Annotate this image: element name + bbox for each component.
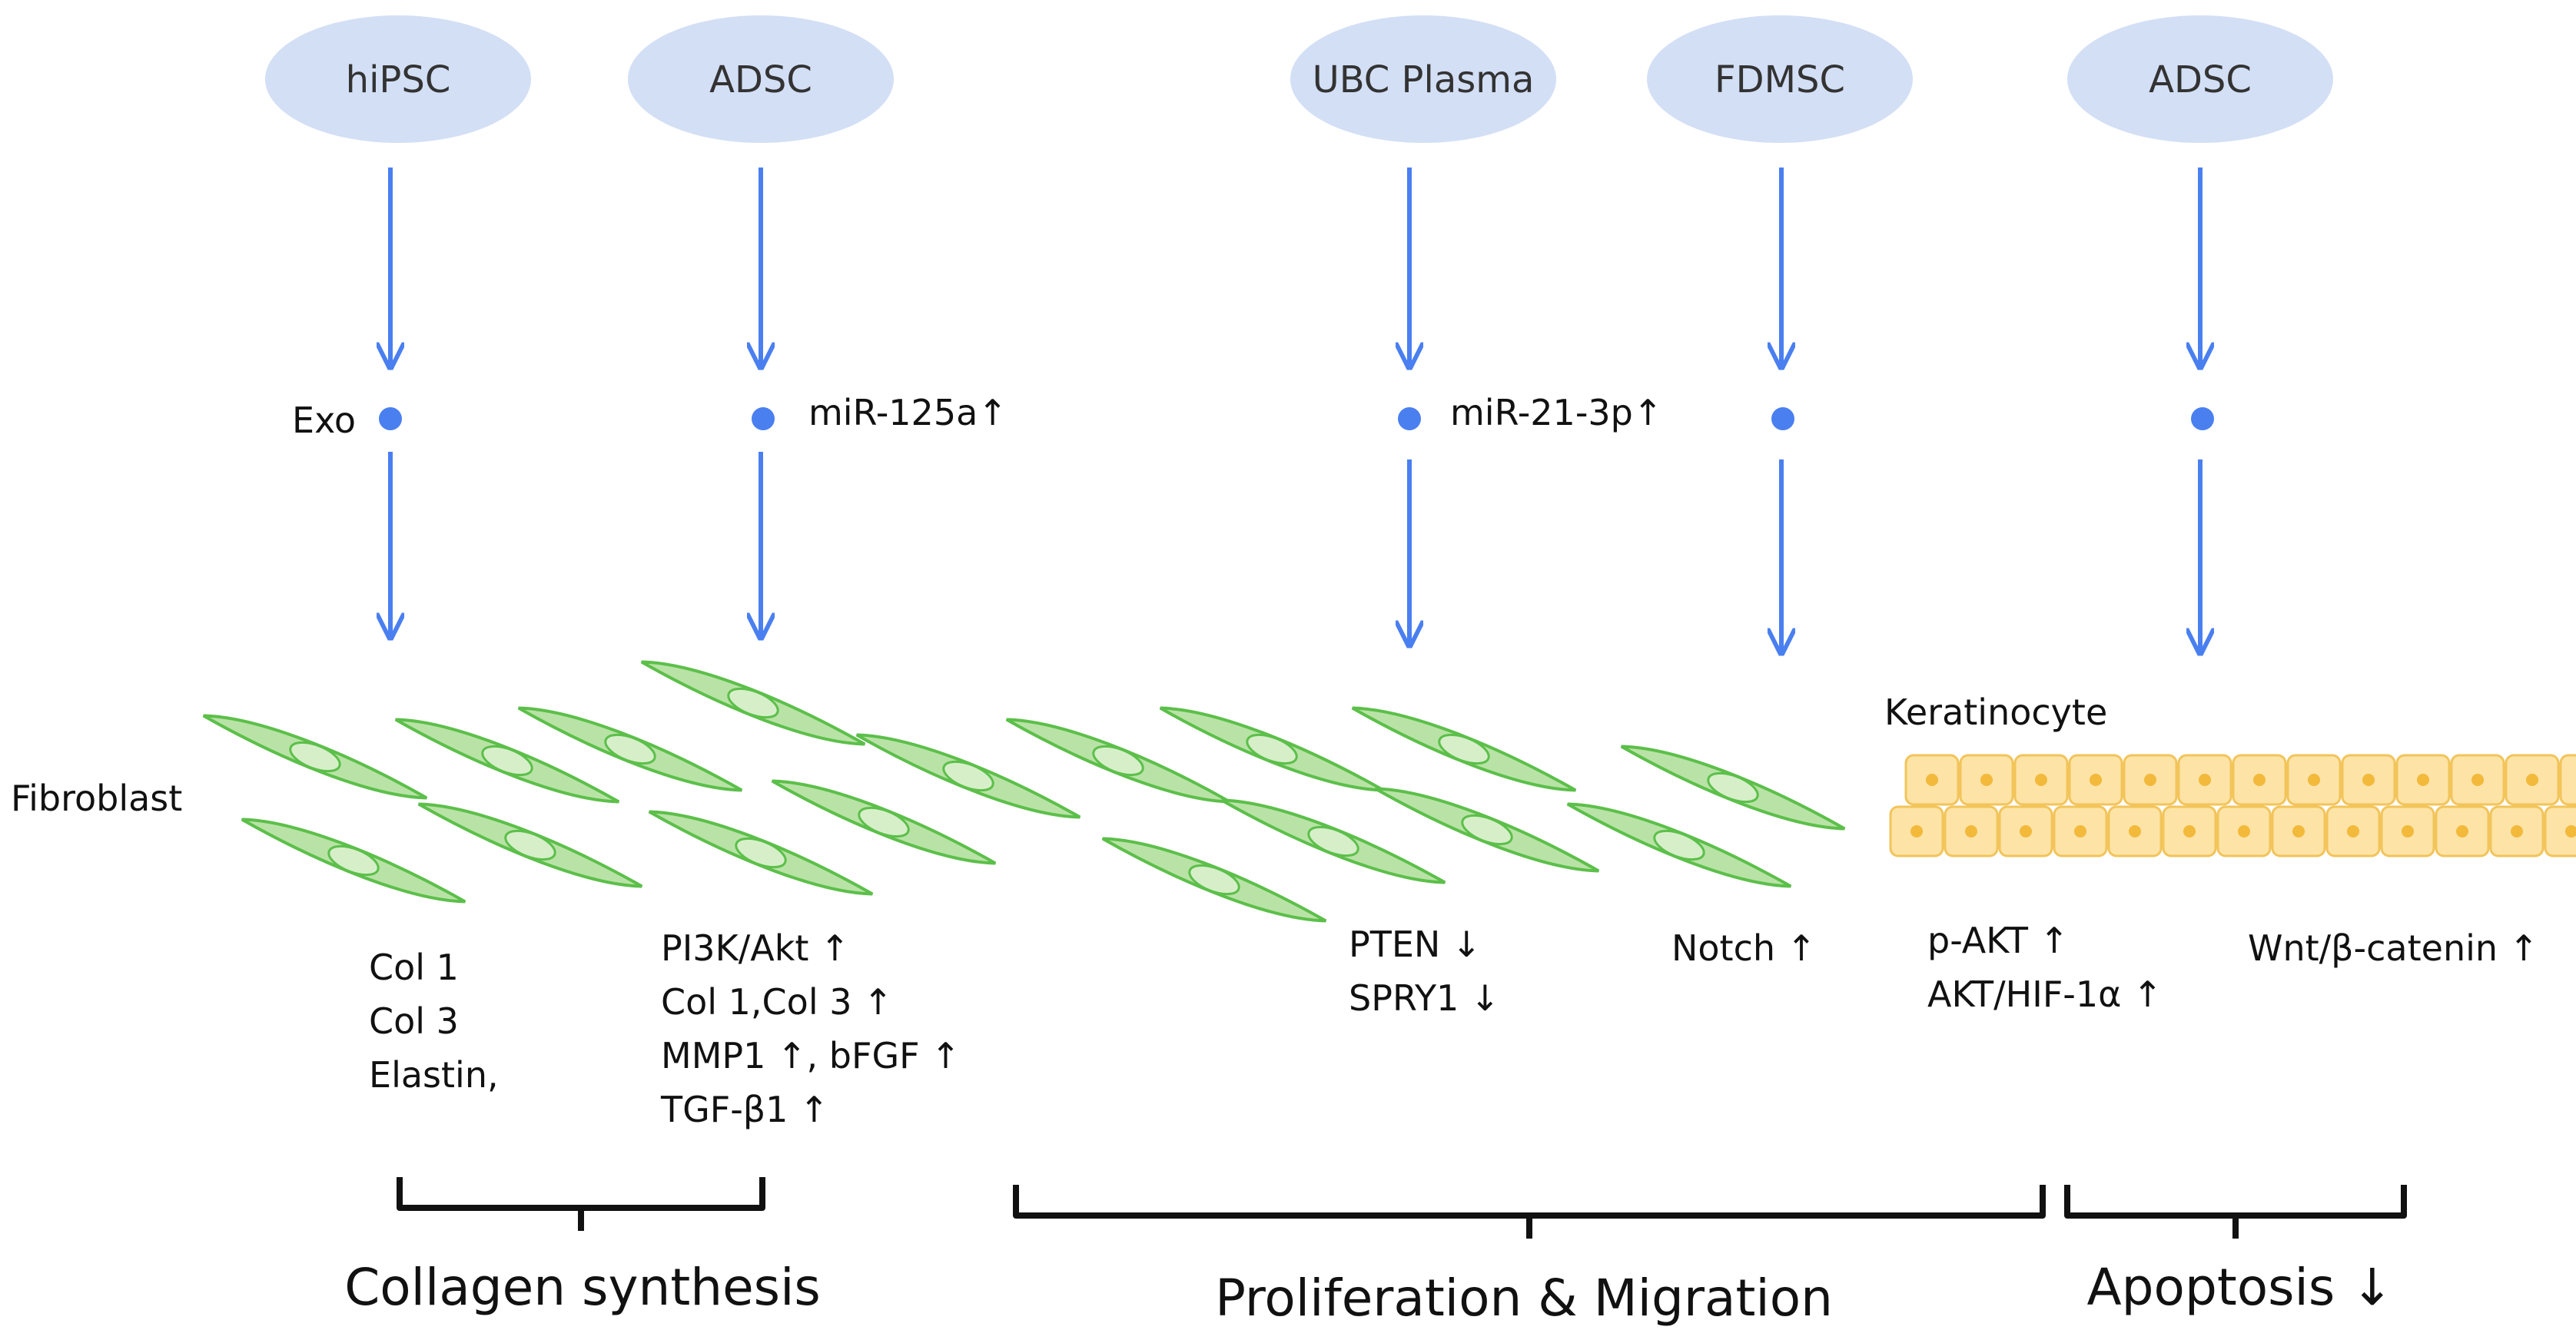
category-proliferation: Proliferation & Migration [1215,1269,1833,1328]
category-collagen: Collagen synthesis [344,1258,821,1317]
effects-fdmsc: Notch ↑ [1671,927,1816,969]
keratinocyte-nucleus [2402,825,2414,838]
mediator-mir21: miR-21-3p↑ [1450,392,1662,433]
keratinocyte-nucleus [2511,825,2523,838]
mediator-exo: Exo [292,400,356,441]
fibroblast-cell [764,778,1004,866]
source-hipsc: hiPSC [265,15,531,143]
fibroblast-cell [1559,801,1799,889]
source-adsc: ADSC [628,15,894,143]
fibroblast-cell [410,801,650,889]
keratinocyte-nucleus [1926,774,1938,786]
fibroblast-cell [641,809,881,897]
keratinocyte-nucleus [2074,825,2086,838]
keratinocyte-nucleus [2417,774,2429,786]
effect-text: Col 1 [369,947,459,988]
exosome-dot [752,407,775,430]
effect-text: Elastin, [369,1054,499,1096]
fibroblast-cell [1367,786,1607,874]
fibroblast-label: Fibroblast [11,778,182,819]
keratinocyte-nucleus [2308,774,2320,786]
source-ubc-plasma: UBC Plasma [1290,15,1556,143]
source-label: ADSC [709,58,812,101]
effect-text: p-AKT ↑ [1927,920,2069,961]
keratinocyte-nucleus [1980,774,1993,786]
effects-ubc: PTEN ↓ SPRY1 ↓ [1349,924,1500,1019]
keratinocyte-nucleus [2456,825,2468,838]
fibroblast-cell [1213,798,1453,885]
effects-hipsc: Col 1 Col 3 Elastin, [369,947,499,1096]
fibroblast-cell [195,713,435,801]
effect-text: TGF-β1 ↑ [660,1089,829,1130]
keratinocyte-nucleus [2362,774,2375,786]
source-label: ADSC [2149,58,2252,101]
fibroblast-cell [1094,836,1334,924]
keratinocyte-label: Keratinocyte [1884,692,2107,733]
fibroblast-cell [1344,705,1584,793]
keratinocyte-nucleus [1965,825,1977,838]
keratinocyte-nucleus [2035,774,2047,786]
keratinocyte-nucleus [2292,825,2305,838]
effects-keratinocyte: p-AKT ↑ AKT/HIF-1α ↑ [1927,920,2163,1015]
keratinocyte-nucleus [2238,825,2250,838]
mediator-mir125a: miR-125a↑ [808,392,1007,433]
effect-text: AKT/HIF-1α ↑ [1927,973,2163,1015]
fibroblast-cell [633,659,873,747]
source-fdmsc: FDMSC [1647,15,1913,143]
keratinocyte-nucleus [2020,825,2032,838]
effect-text: SPRY1 ↓ [1349,977,1500,1019]
keratinocyte-nucleus [2253,774,2266,786]
effect-text: Col 1,Col 3 ↑ [661,981,893,1023]
effect-text: Col 3 [369,1000,459,1042]
brace-proliferation [1013,1185,2046,1239]
fibroblast-cell [848,732,1088,820]
exosome-dot [1771,407,1794,430]
effects-adsc2: Wnt/β-catenin ↑ [2248,927,2538,969]
keratinocyte-nucleus [2347,825,2359,838]
exosome-dot [379,407,402,430]
source-label: UBC Plasma [1313,58,1535,101]
fibroblast-cell [998,717,1238,804]
exosome-dot [1398,407,1421,430]
brace-apoptosis [2064,1185,2407,1239]
effect-text: PTEN ↓ [1349,924,1481,965]
effects-adsc: PI3K/Akt ↑ Col 1,Col 3 ↑ MMP1 ↑, bFGF ↑ … [660,927,961,1130]
keratinocyte-layer [1889,754,2576,857]
source-adsc-2: ADSC [2067,15,2333,143]
keratinocyte-nucleus [2526,774,2538,786]
keratinocyte-nucleus [2090,774,2102,786]
keratinocyte-nucleus [2183,825,2196,838]
keratinocyte-nucleus [2129,825,2141,838]
effect-text: MMP1 ↑, bFGF ↑ [661,1035,961,1076]
fibroblast-cell [1613,744,1853,831]
keratinocyte-nucleus [1910,825,1923,838]
fibroblast-cell [234,817,473,904]
fibroblast-cluster [195,659,1853,924]
effect-text: PI3K/Akt ↑ [661,927,850,969]
category-apoptosis: Apoptosis ↓ [2087,1258,2394,1317]
keratinocyte-nucleus [2199,774,2211,786]
keratinocyte-nucleus [2565,825,2576,838]
keratinocyte-cell [2559,754,2576,806]
effect-text: Notch ↑ [1671,927,1816,969]
keratinocyte-nucleus [2144,774,2156,786]
keratinocyte-cell [2544,805,2576,857]
source-label: FDMSC [1715,58,1845,101]
effect-text: Wnt/β-catenin ↑ [2248,927,2538,969]
brace-collagen [397,1177,765,1231]
keratinocyte-nucleus [2471,774,2484,786]
source-label: hiPSC [346,58,451,101]
fibroblast-cell [1152,705,1392,793]
exosome-dot [2191,407,2214,430]
